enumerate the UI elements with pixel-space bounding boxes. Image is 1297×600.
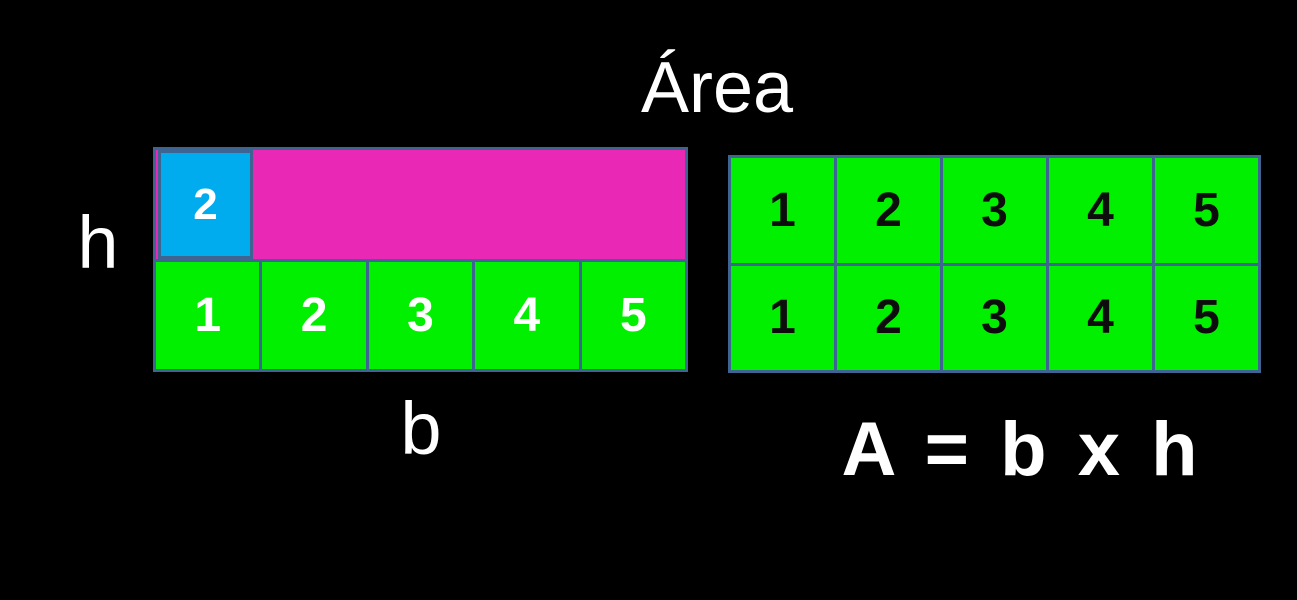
base-label: b [400, 387, 442, 470]
base-unit-cell-5: 5 [581, 262, 685, 369]
top-magenta-bar: 2 [156, 150, 685, 259]
grid-cell-r2c3: 3 [943, 265, 1046, 370]
grid-cell-r1c3: 3 [943, 158, 1046, 263]
page-title: Área [640, 48, 794, 128]
base-unit-cell-4: 4 [475, 262, 579, 369]
height-label: h [77, 201, 119, 284]
grid-cell-r2c4: 4 [1049, 265, 1152, 370]
grid-cell-r1c5: 5 [1155, 158, 1258, 263]
grid-cell-r2c2: 2 [837, 265, 940, 370]
base-unit-cell-2: 2 [262, 262, 366, 369]
base-unit-cell-1: 1 [156, 262, 260, 369]
base-unit-cell-3: 3 [368, 262, 473, 369]
area-formula: A = b x h [841, 407, 1199, 492]
grid-cell-r1c2: 2 [837, 158, 940, 263]
grid-cell-r2c5: 5 [1155, 265, 1258, 370]
area-grid: 1 2 3 4 5 1 2 3 4 5 [728, 155, 1261, 373]
grid-cell-r2c1: 1 [731, 265, 834, 370]
area-model-figure: 2 1 2 3 4 5 [153, 147, 688, 372]
grid-cell-r1c1: 1 [731, 158, 834, 263]
height-unit-square: 2 [158, 150, 253, 259]
grid-cell-r1c4: 4 [1049, 158, 1152, 263]
